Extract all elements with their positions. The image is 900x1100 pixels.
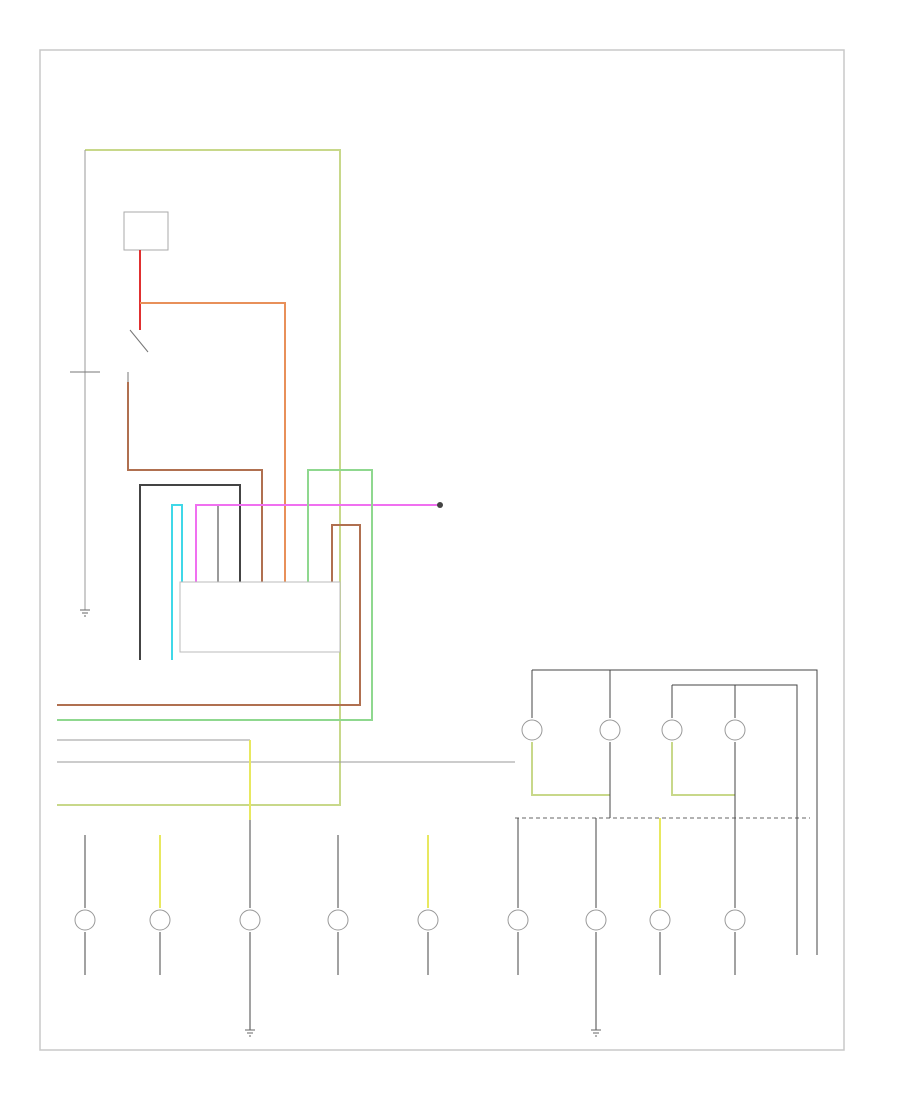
ground-symbol-left xyxy=(80,609,90,617)
wire-brown-lower xyxy=(57,524,361,706)
lamp-right-2 xyxy=(599,670,621,818)
wire-orange xyxy=(140,302,286,582)
wire-magenta xyxy=(195,504,440,582)
wire-right-rail xyxy=(532,669,818,955)
lamp-bottom-4 xyxy=(327,835,349,975)
lamp-right-4 xyxy=(724,685,746,818)
diagram-frame xyxy=(39,49,845,1051)
lamp-right-3 xyxy=(661,685,735,796)
lamp-bottom-1 xyxy=(74,835,96,975)
lamp-bottom-2 xyxy=(149,835,171,975)
wire-green xyxy=(57,469,373,721)
wire-brown xyxy=(127,382,263,582)
wire-black xyxy=(139,484,241,660)
wire-right-rail-2 xyxy=(672,684,798,955)
lamp-bottom-7 xyxy=(585,818,607,1030)
magenta-connector xyxy=(437,502,443,508)
ground-symbol-bottom-left xyxy=(245,1029,255,1037)
wire-yellow-green-loop xyxy=(57,149,341,806)
lamp-bottom-6 xyxy=(507,818,529,975)
lamp-bottom-3 xyxy=(239,820,261,1030)
wire-cyan xyxy=(171,504,183,660)
headlamp-switch xyxy=(70,329,149,382)
lamp-bottom-5 xyxy=(417,835,439,975)
ground-symbol-bottom-right xyxy=(591,1029,601,1037)
relay-module xyxy=(179,581,341,653)
lamp-right-1 xyxy=(521,670,610,796)
lamp-bottom-8 xyxy=(649,818,671,975)
fuse-block xyxy=(123,211,169,251)
lamp-bottom-9 xyxy=(724,818,746,975)
